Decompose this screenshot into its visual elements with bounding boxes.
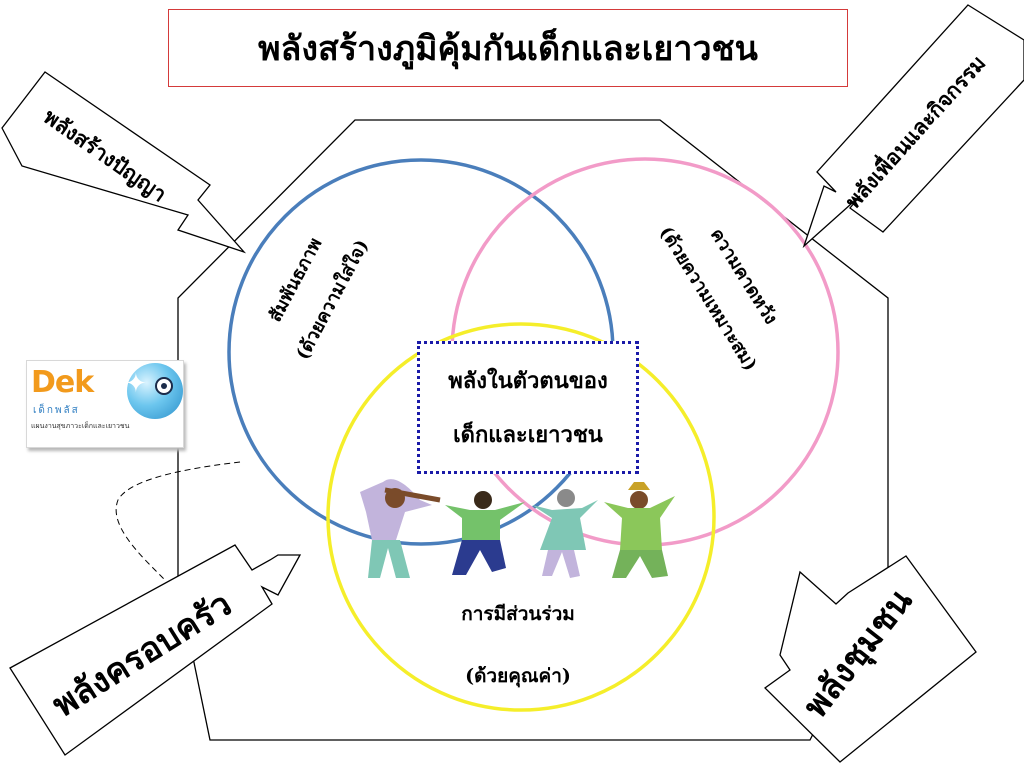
center-line-2: เด็กและเยาวชน	[453, 422, 603, 448]
relationship-label-group: สัมพันธภาพ (ด้วยความใส่ใจ)	[265, 235, 373, 364]
title-box: พลังสร้างภูมิคุ้มกันเด็กและเยาวชน	[168, 9, 848, 87]
arrow-family-body	[9, 544, 302, 756]
logo-caption: แผนงานสุขภาวะเด็กและเยาวชน	[31, 422, 130, 430]
circle-participation	[326, 322, 716, 712]
logo-eye-icon	[155, 377, 173, 395]
logo-star-icon: ✦	[125, 369, 147, 399]
dashed-curve	[115, 461, 241, 581]
arrow-community-body	[763, 555, 977, 763]
people-illustration	[360, 479, 675, 578]
logo-sub: เด็กพลัส	[33, 405, 80, 416]
arrow-friends-body	[802, 4, 1024, 249]
expectation-sub: (ด้วยความเหมาะสม)	[655, 223, 761, 375]
participation-label: การมีส่วนร่วม	[461, 603, 575, 625]
logo-brand: Dek	[31, 365, 94, 400]
expectation-label-group: ความคาดหวัง (ด้วยความเหมาะสม)	[655, 223, 781, 375]
center-line-1: พลังในตัวตนของ	[448, 368, 608, 394]
logo-ball-icon	[127, 363, 183, 419]
participation-sub: (ด้วยคุณค่า)	[465, 665, 571, 688]
center-box: พลังในตัวตนของ เด็กและเยาวชน	[417, 341, 639, 474]
dek-plus-logo: ✦ Dek เด็กพลัส แผนงานสุขภาวะเด็กและเยาวช…	[26, 360, 184, 448]
arrow-wisdom-body	[1, 71, 247, 254]
diagram-title: พลังสร้างภูมิคุ้มกันเด็กและเยาวชน	[258, 29, 758, 69]
